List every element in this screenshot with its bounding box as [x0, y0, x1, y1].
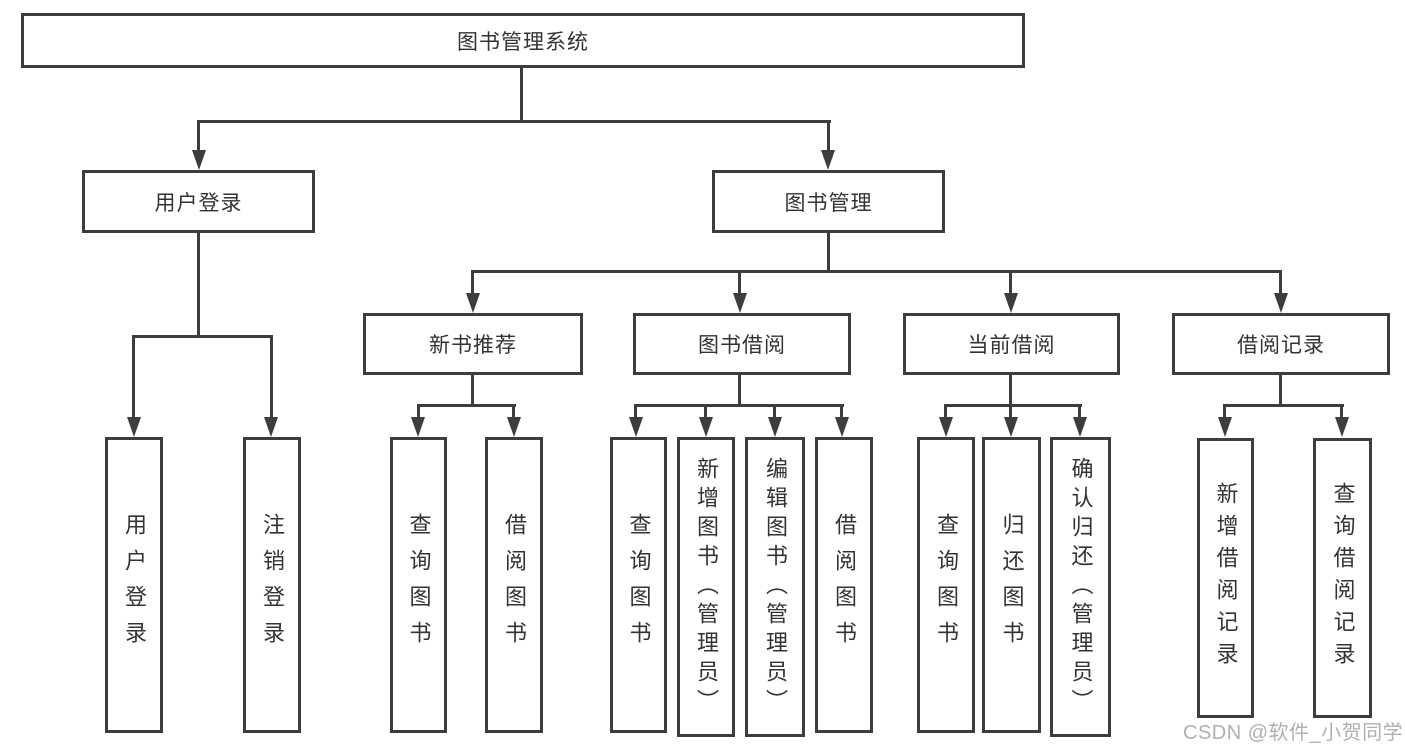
arrow-down-icon — [1274, 293, 1288, 313]
leaf-add-borrow-record: 新增借阅记录 — [1197, 438, 1254, 718]
connector-line — [512, 404, 515, 419]
connector-line — [520, 66, 523, 123]
connector-line — [471, 270, 474, 294]
arrow-down-icon — [939, 417, 953, 437]
leaf-user-login: 用户登录 — [105, 437, 163, 733]
connector-line — [827, 120, 830, 153]
connector-line — [132, 335, 273, 338]
leaf-query-books-current: 查询图书 — [917, 437, 975, 733]
arrow-down-icon — [1004, 293, 1018, 313]
connector-line — [1223, 404, 1226, 419]
arrow-down-icon — [699, 417, 713, 437]
arrow-down-icon — [411, 417, 425, 437]
connector-line — [1279, 270, 1282, 294]
arrow-down-icon — [835, 417, 849, 437]
connector-line — [197, 120, 831, 123]
connector-line — [270, 335, 273, 419]
node-user-login: 用户登录 — [82, 170, 315, 233]
leaf-confirm-return-admin: 确认归还（管理员） — [1050, 437, 1111, 737]
leaf-borrow-books-borrowing: 借阅图书 — [815, 437, 873, 733]
leaf-query-books-borrowing: 查询图书 — [610, 437, 667, 733]
arrow-down-icon — [1218, 417, 1232, 437]
connector-line — [1340, 404, 1343, 419]
connector-line — [1223, 404, 1344, 407]
connector-line — [840, 404, 843, 419]
arrow-down-icon — [1335, 417, 1349, 437]
node-new-book-recommend: 新书推荐 — [363, 313, 583, 375]
arrow-down-icon — [733, 293, 747, 313]
node-borrowing-records: 借阅记录 — [1172, 313, 1390, 375]
connector-line — [827, 231, 830, 273]
node-library-management-system: 图书管理系统 — [21, 13, 1025, 68]
connector-line — [944, 404, 1082, 407]
arrow-down-icon — [768, 417, 782, 437]
arrow-down-icon — [264, 417, 278, 437]
connector-line — [704, 404, 707, 419]
arrow-down-icon — [192, 150, 206, 170]
watermark: CSDN @软件_小贺同学 — [1183, 722, 1404, 744]
connector-line — [197, 231, 200, 338]
connector-line — [1009, 374, 1012, 407]
node-book-management: 图书管理 — [712, 170, 945, 233]
arrow-down-icon — [466, 293, 480, 313]
connector-line — [132, 335, 135, 419]
arrow-down-icon — [1004, 417, 1018, 437]
leaf-query-borrow-record: 查询借阅记录 — [1313, 438, 1372, 718]
connector-line — [1009, 270, 1012, 294]
arrow-down-icon — [821, 150, 835, 170]
leaf-borrow-books-recommend: 借阅图书 — [485, 437, 543, 733]
arrow-down-icon — [629, 417, 643, 437]
leaf-edit-book-admin: 编辑图书（管理员） — [745, 437, 805, 737]
connector-line — [634, 404, 844, 407]
connector-line — [944, 404, 947, 419]
connector-line — [417, 404, 516, 407]
connector-line — [773, 404, 776, 419]
connector-line — [1279, 374, 1282, 407]
arrow-down-icon — [507, 417, 521, 437]
leaf-logout: 注销登录 — [243, 437, 301, 733]
leaf-add-book-admin: 新增图书（管理员） — [677, 437, 735, 737]
connector-line — [738, 374, 741, 407]
connector-line — [738, 270, 741, 294]
connector-line — [634, 404, 637, 419]
leaf-query-books-recommend: 查询图书 — [390, 437, 447, 733]
connector-line — [197, 120, 200, 153]
arrow-down-icon — [127, 417, 141, 437]
connector-line — [417, 404, 420, 419]
node-book-borrowing: 图书借阅 — [633, 313, 851, 375]
connector-line — [471, 374, 474, 407]
node-current-borrowing: 当前借阅 — [903, 313, 1120, 375]
connector-line — [471, 270, 1281, 273]
arrow-down-icon — [1073, 417, 1087, 437]
leaf-return-book: 归还图书 — [982, 437, 1041, 733]
connector-line — [1078, 404, 1081, 419]
connector-line — [1009, 404, 1012, 419]
